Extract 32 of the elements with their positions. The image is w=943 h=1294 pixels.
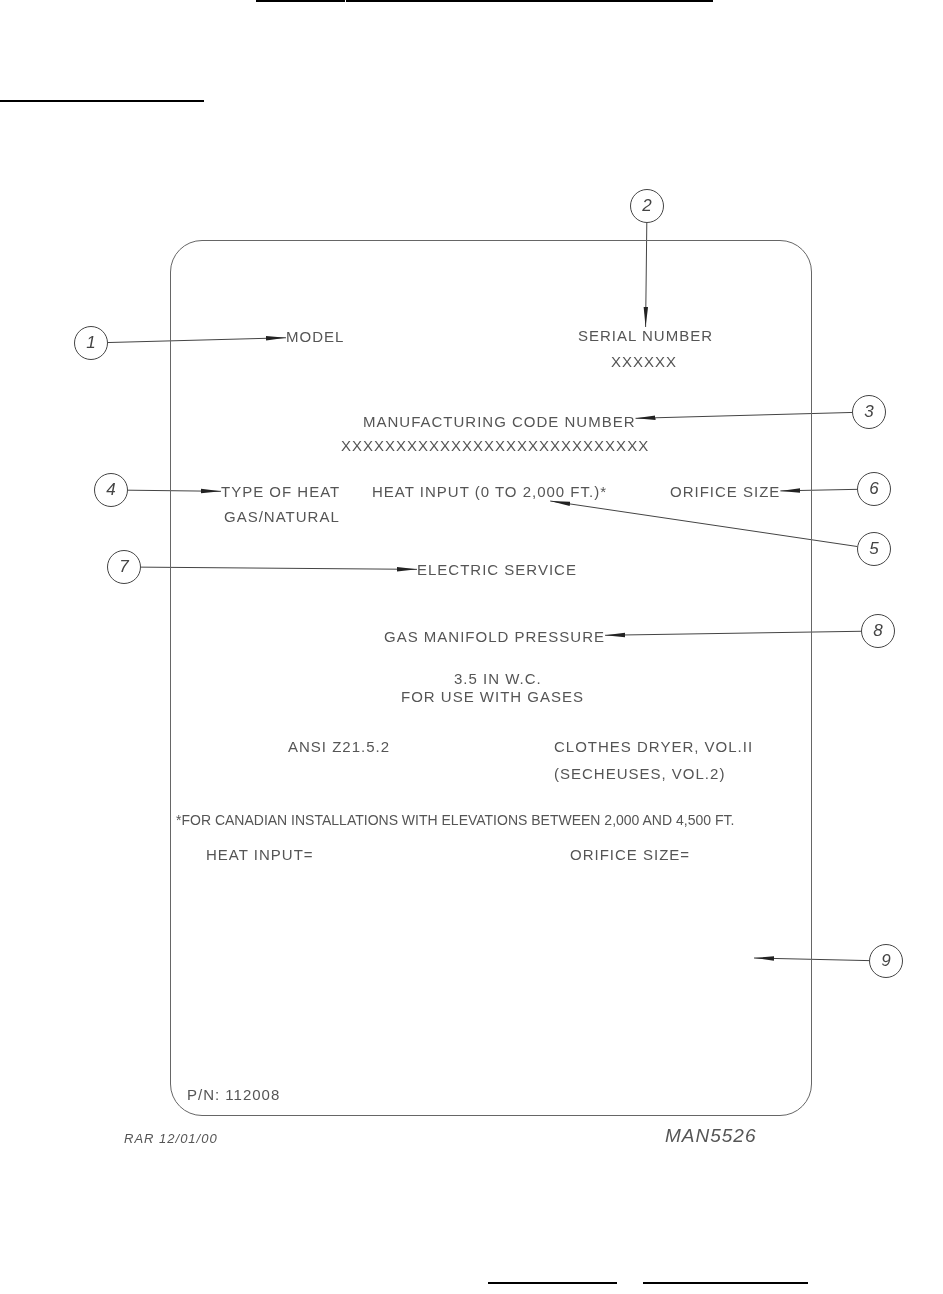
leader-line xyxy=(635,411,853,420)
leader-line xyxy=(549,500,858,547)
leader-line xyxy=(107,336,287,344)
gas-type: GAS/NATURAL xyxy=(224,508,340,526)
heat-input-field: HEAT INPUT= xyxy=(206,846,314,864)
standard-reference: ANSI Z21.5.2 xyxy=(288,738,391,756)
leader-line xyxy=(127,488,222,494)
plate-text: MANUFACTURING CODE NUMBER xyxy=(363,413,636,431)
leader-line xyxy=(779,488,858,493)
leader-line xyxy=(753,956,870,962)
nameplate-outline xyxy=(170,240,812,1116)
part-number: P/N: 112008 xyxy=(187,1086,281,1104)
plate-text: GAS MANIFOLD PRESSURE xyxy=(384,628,606,646)
serial-value: XXXXXX xyxy=(611,353,678,371)
product-category: CLOTHES DRYER, VOL.II xyxy=(554,738,754,756)
plate-text: ELECTRIC SERVICE xyxy=(417,561,577,579)
leader-line xyxy=(140,566,418,572)
drawing-date: RAR 12/01/00 xyxy=(124,1130,218,1148)
drawing-number: MAN5526 xyxy=(665,1127,757,1145)
plate-text: MODEL xyxy=(286,328,345,346)
orifice-size-field: ORIFICE SIZE= xyxy=(570,846,691,864)
gas-note: FOR USE WITH GASES xyxy=(401,688,584,706)
leader-line xyxy=(604,630,862,638)
plate-text: ORIFICE SIZE xyxy=(670,483,781,501)
plate-text: SERIAL NUMBER xyxy=(578,327,713,345)
pressure-value: 3.5 IN W.C. xyxy=(454,670,542,688)
product-category-french: (SECHEUSES, VOL.2) xyxy=(554,765,726,783)
plate-text: TYPE OF HEAT xyxy=(221,483,341,501)
plate-text: HEAT INPUT (0 TO 2,000 FT.)* xyxy=(372,483,607,501)
code-value: XXXXXXXXXXXXXXXXXXXXXXXXXXXX xyxy=(341,437,650,455)
leader-line xyxy=(643,222,649,328)
elevation-footnote: *FOR CANADIAN INSTALLATIONS WITH ELEVATIONS BETWEEN 2,000 AND 4,500 FT. xyxy=(176,811,735,829)
